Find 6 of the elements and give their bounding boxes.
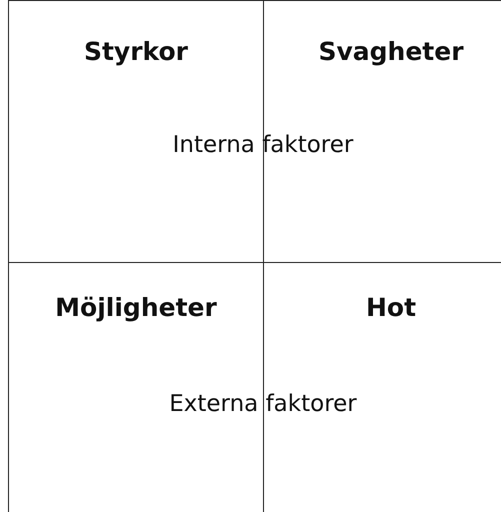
quadrant-heading: Styrkor [82,37,190,67]
factor-label: Externa faktorer [169,390,357,418]
quadrant-heading: Svagheter [317,37,465,67]
quadrant-panel [8,0,264,263]
quadrant-heading: Möjligheter [54,293,218,323]
quadrant-heading: Hot [364,293,418,323]
